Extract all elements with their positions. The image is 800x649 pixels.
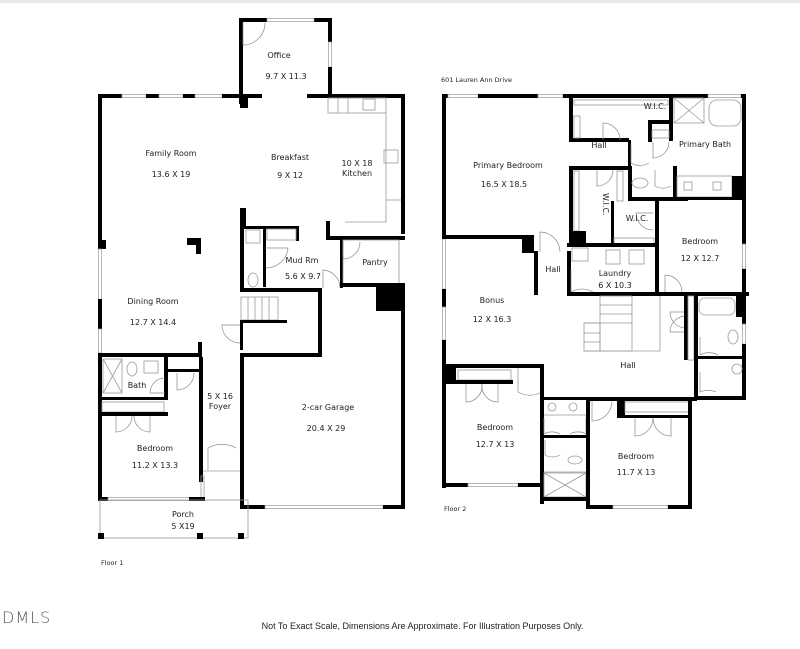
room-dims-dining-room: 12.7 X 14.4 [130,318,176,327]
room-label-office: Office [267,51,290,60]
room-label-wic-vertical: W.I.C. [601,193,610,216]
room-label-wic-small: W.I.C. [626,214,649,223]
room-dims-primary-bedroom: 16.5 X 18.5 [481,180,527,189]
room-dims-mud-room: 5.6 X 9.7 [285,272,321,281]
room-label-mud-room: Mud Rm [286,256,319,265]
room-label-wic-top: W.I.C. [644,102,667,111]
room-label-dining-room: Dining Room [127,297,178,306]
room-label-kitchen: Kitchen [342,169,372,178]
room-label-bonus: Bonus [480,296,505,305]
room-label-bedroom-f1: Bedroom [137,444,173,453]
floor-2-label: Floor 2 [444,505,466,513]
room-dims-office: 9.7 X 11.3 [265,72,306,81]
room-label-primary-bath: Primary Bath [679,140,731,149]
room-label-foyer: Foyer [209,402,232,411]
disclaimer-text: Not To Exact Scale, Dimensions Are Appro… [261,621,584,631]
room-label-garage: 2-car Garage [302,403,354,412]
room-dims-bedroom-upper-right: 12 X 12.7 [681,254,720,263]
room-label-bedroom-lower-right: Bedroom [618,452,654,461]
room-label-bedroom-upper-right: Bedroom [682,237,718,246]
room-dims-breakfast: 9 X 12 [277,171,303,180]
room-dims-garage: 20.4 X 29 [307,424,346,433]
floor-1-plan: Office 9.7 X 11.3 Family Room 13.6 X 19 … [98,18,405,567]
room-label-hall-main: Hall [620,361,635,370]
room-dims-foyer: 5 X 16 [207,392,233,401]
room-dims-bonus: 12 X 16.3 [473,315,512,324]
room-label-porch: Porch [172,510,194,519]
room-dims-laundry: 6 X 10.3 [598,281,631,290]
room-dims-kitchen: 10 X 18 [342,159,373,168]
floor-1-label: Floor 1 [101,559,123,567]
dmls-logo: DMLS [2,608,52,627]
room-dims-bedroom-f1: 11.2 X 13.3 [132,461,178,470]
top-border [0,0,800,3]
room-dims-bedroom-lower-left: 12.7 X 13 [476,440,515,449]
room-label-primary-bedroom: Primary Bedroom [473,161,543,170]
room-label-bath: Bath [128,381,147,390]
room-label-laundry: Laundry [599,269,632,278]
room-label-pantry: Pantry [362,258,388,267]
room-dims-porch: 5 X19 [171,522,194,531]
room-label-breakfast: Breakfast [271,153,309,162]
room-label-family-room: Family Room [145,149,196,158]
room-label-hall-small: Hall [545,265,560,274]
room-label-bedroom-lower-left: Bedroom [477,423,513,432]
room-label-hall-top: Hall [591,141,606,150]
room-dims-family-room: 13.6 X 19 [152,170,191,179]
room-dims-bedroom-lower-right: 11.7 X 13 [617,468,656,477]
floor-2-plan: 601 Lauren Ann Drive [441,76,749,513]
address-label: 601 Lauren Ann Drive [441,76,512,84]
